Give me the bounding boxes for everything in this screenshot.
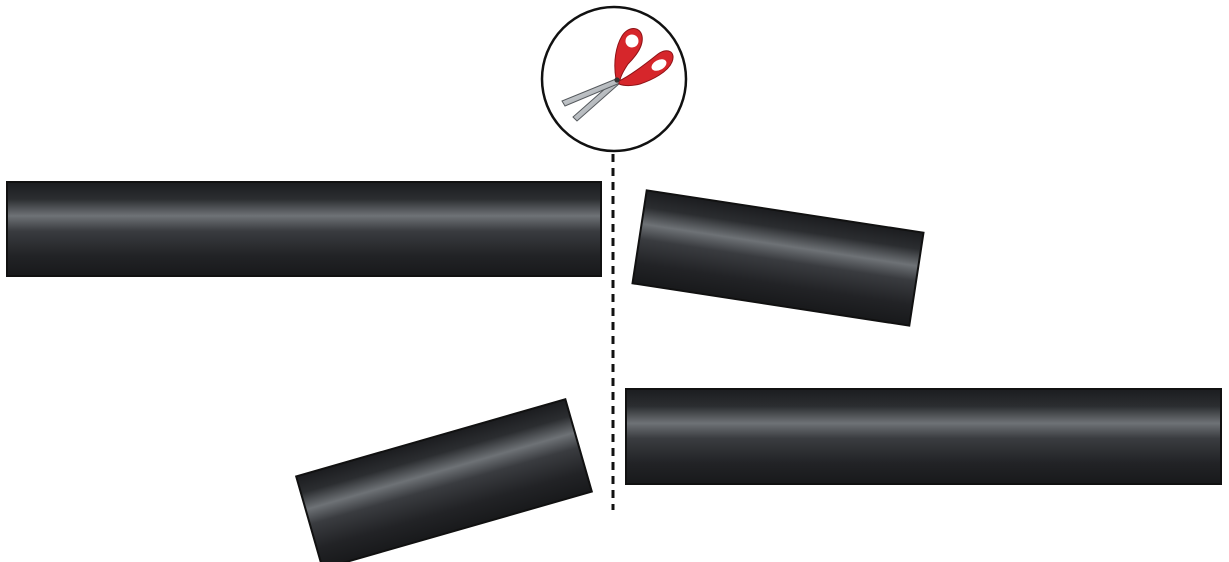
pipe-offcut-bottom-left [294,398,594,562]
scissors-icon [561,28,674,122]
pipe-segment-top-left [6,181,602,277]
pipe-segment-bottom-right [625,388,1222,485]
pipe-offcut-top-right [631,189,925,327]
scissors-badge [540,5,688,153]
